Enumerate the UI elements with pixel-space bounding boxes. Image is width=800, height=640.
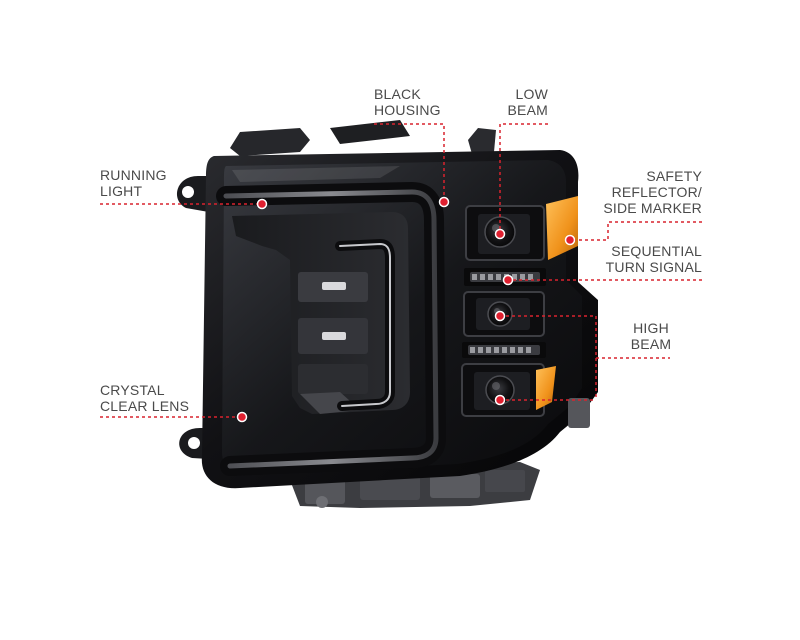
black-housing-label-line1: BLACK bbox=[374, 86, 421, 102]
black-housing-label: BLACK HOUSING bbox=[374, 86, 441, 118]
sequential-turn-signal-label-line2: TURN SIGNAL bbox=[605, 259, 702, 275]
black-housing-dot bbox=[438, 196, 450, 208]
callout-marker-dots bbox=[236, 196, 576, 423]
running-light-label: RUNNING LIGHT bbox=[100, 167, 167, 199]
low-beam-label: LOW BEAM bbox=[488, 86, 548, 118]
safety-reflector-label-line3: SIDE MARKER bbox=[603, 200, 702, 216]
black-housing-leader bbox=[374, 123, 445, 202]
inner-housing-compartment bbox=[232, 212, 410, 414]
low-beam-leader bbox=[499, 123, 548, 234]
headlight-assembly bbox=[176, 120, 598, 508]
crystal-clear-lens-label-line1: CRYSTAL bbox=[100, 382, 165, 398]
running-light-dot bbox=[256, 198, 268, 210]
sequential-turn-signal-label: SEQUENTIAL TURN SIGNAL bbox=[592, 243, 702, 275]
safety-reflector-label-line1: SAFETY bbox=[646, 168, 702, 184]
high-beam-label-line2: BEAM bbox=[630, 336, 672, 352]
top-mounting-tabs bbox=[230, 120, 496, 156]
black-housing-label-line2: HOUSING bbox=[374, 102, 441, 118]
high-beam-label-line1: HIGH bbox=[633, 320, 669, 336]
safety-reflector-dot bbox=[564, 234, 576, 246]
crystal-clear-lens-label-line2: CLEAR LENS bbox=[100, 398, 190, 414]
second-turn-signal-strip bbox=[462, 342, 546, 358]
lower-high-beam-projector bbox=[461, 363, 545, 417]
running-light-label-line2: LIGHT bbox=[100, 183, 143, 199]
amber-side-marker-lower bbox=[536, 366, 556, 410]
safety-reflector-label: SAFETY REFLECTOR/ SIDE MARKER bbox=[602, 168, 702, 216]
high-beam-dot-upper bbox=[494, 310, 506, 322]
high-beam-label: HIGH BEAM bbox=[628, 320, 674, 352]
safety-reflector-label-line2: REFLECTOR/ bbox=[611, 184, 702, 200]
running-light-label-line1: RUNNING bbox=[100, 167, 167, 183]
high-beam-dot-lower bbox=[494, 394, 506, 406]
crystal-clear-lens-label: CRYSTAL CLEAR LENS bbox=[100, 382, 189, 414]
running-light-c-bar bbox=[216, 181, 447, 476]
callout-leader-lines bbox=[100, 123, 702, 418]
low-beam-dot bbox=[494, 228, 506, 240]
safety-reflector-leader bbox=[570, 221, 702, 241]
low-beam-label-line2: BEAM bbox=[507, 102, 548, 118]
crystal-lens-dot bbox=[236, 411, 248, 423]
high-beam-bracket-leader bbox=[500, 315, 670, 401]
turn-signal-dot bbox=[502, 274, 514, 286]
low-beam-label-line1: LOW bbox=[515, 86, 548, 102]
sequential-turn-signal-label-line1: SEQUENTIAL bbox=[611, 243, 702, 259]
